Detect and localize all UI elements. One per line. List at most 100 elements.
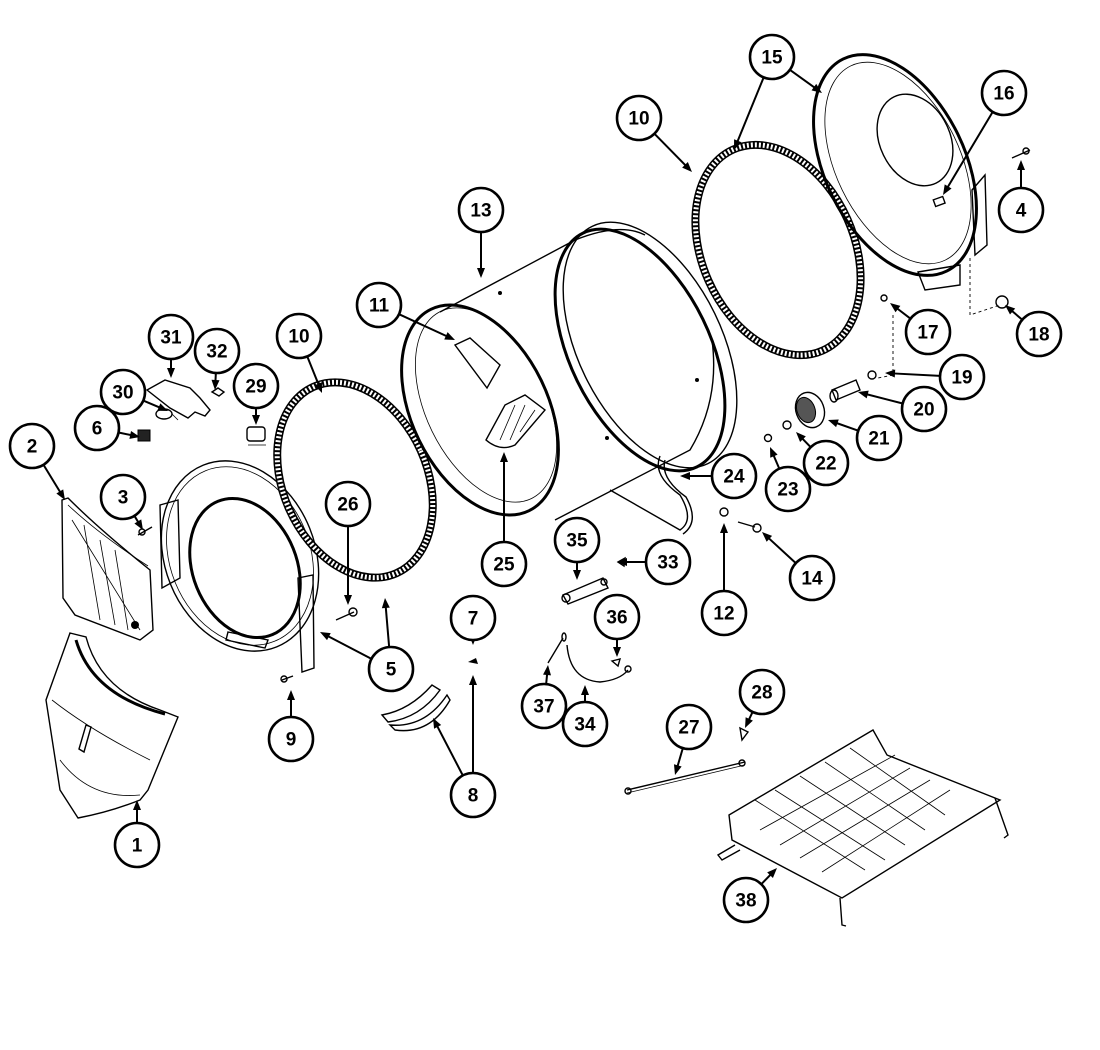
callout-number: 37 [533, 697, 554, 718]
callout-circle [644, 538, 692, 586]
part-38-drying-rack [716, 729, 1009, 927]
part-29-switch [246, 426, 266, 446]
callout-11: 11 [355, 281, 455, 340]
leader-arrow [398, 313, 450, 339]
part-23-clip [763, 433, 773, 443]
callout-number: 20 [913, 400, 934, 421]
leader-arrow [653, 133, 689, 169]
part-2-control-panel [61, 497, 154, 641]
arrowhead-icon [134, 519, 143, 530]
callout-number: 4 [1016, 201, 1027, 222]
arrowhead-icon [433, 718, 442, 729]
arrowhead-icon [381, 598, 390, 609]
callout-number: 33 [657, 553, 678, 574]
callout-25: 25 [480, 452, 528, 588]
arrowhead-icon [745, 717, 753, 728]
part-24-drive-belt [609, 455, 693, 535]
part-5-front-bulkhead [159, 460, 320, 673]
part-14-bolt [737, 521, 762, 533]
part-1-front-panel [45, 632, 179, 819]
callout-32: 32 [193, 327, 241, 390]
callout-number: 12 [713, 604, 734, 625]
part-20-shaft [829, 379, 861, 403]
callout-circle [232, 362, 280, 410]
callout-circle [980, 69, 1028, 117]
callout-number: 11 [369, 296, 390, 317]
callout-circle [997, 186, 1045, 234]
callout-9: 9 [267, 690, 315, 763]
callout-number: 27 [678, 718, 699, 739]
callout-number: 36 [606, 608, 627, 629]
callout-number: 6 [92, 419, 103, 440]
part-17-screw [880, 294, 888, 302]
leader-arrow [735, 76, 765, 145]
callout-number: 13 [470, 201, 491, 222]
arrowhead-icon [720, 523, 728, 533]
arrowhead-icon [344, 595, 352, 605]
callout-5: 5 [320, 598, 415, 693]
callout-15: 15 [734, 33, 822, 150]
callout-circle [355, 281, 403, 329]
callout-circle [553, 516, 601, 564]
arrowhead-icon [167, 368, 175, 378]
arrowhead-icon [1017, 160, 1025, 170]
callout-number: 38 [735, 891, 756, 912]
part-34-wire-harness [566, 644, 632, 683]
leader-arrow [863, 392, 903, 405]
arrowhead-icon [157, 403, 168, 411]
callout-number: 1 [132, 836, 143, 857]
arrowhead-icon [314, 382, 322, 393]
arrowhead-icon [890, 303, 901, 313]
callout-circle [700, 589, 748, 637]
callout-38: 38 [722, 868, 777, 924]
arrowhead-icon [129, 431, 140, 439]
arrowhead-icon [573, 570, 581, 580]
callout-circle [113, 821, 161, 869]
callout-number: 8 [468, 786, 479, 807]
arrowhead-icon [673, 764, 682, 775]
leader-arrow [434, 722, 464, 776]
callout-circle [73, 404, 121, 452]
leader-arrow [890, 372, 941, 377]
callout-24: 24 [680, 452, 758, 500]
arrowhead-icon [1005, 305, 1016, 315]
callout-3: 3 [99, 473, 147, 530]
callout-number: 10 [288, 327, 309, 348]
callout-circle [367, 645, 415, 693]
callout-circle [904, 308, 952, 356]
leader-arrow [789, 69, 818, 91]
callout-number: 17 [917, 323, 938, 344]
callout-circle [788, 554, 836, 602]
part-10-front-seal [273, 378, 437, 582]
callout-20: 20 [858, 385, 948, 433]
callout-19: 19 [885, 353, 986, 401]
part-37-wire [547, 632, 567, 664]
callout-circle [764, 465, 812, 513]
arrowhead-icon [617, 558, 627, 566]
callout-number: 16 [993, 84, 1014, 105]
callout-number: 9 [286, 730, 297, 751]
arrowhead-icon [211, 379, 220, 390]
part-27-rod [624, 759, 746, 795]
callout-circle [267, 715, 315, 763]
part-35-socket [561, 577, 609, 605]
callout-number: 10 [628, 109, 649, 130]
leader-arrow [945, 111, 994, 191]
callout-number: 25 [493, 555, 515, 576]
arrowhead-icon [500, 452, 508, 462]
arrowhead-icon [770, 447, 778, 458]
callout-circle [615, 94, 663, 142]
callout-number: 14 [801, 569, 823, 590]
leader-arrow [384, 603, 391, 648]
arrowhead-icon [682, 162, 692, 172]
leader-arrow [765, 535, 797, 564]
arrowhead-icon [469, 675, 477, 685]
callout-number: 18 [1028, 325, 1049, 346]
callout-2: 2 [8, 422, 65, 500]
callout-circle [710, 452, 758, 500]
part-26-screw [335, 607, 358, 621]
callout-number: 24 [723, 467, 745, 488]
callout-number: 7 [468, 609, 479, 630]
